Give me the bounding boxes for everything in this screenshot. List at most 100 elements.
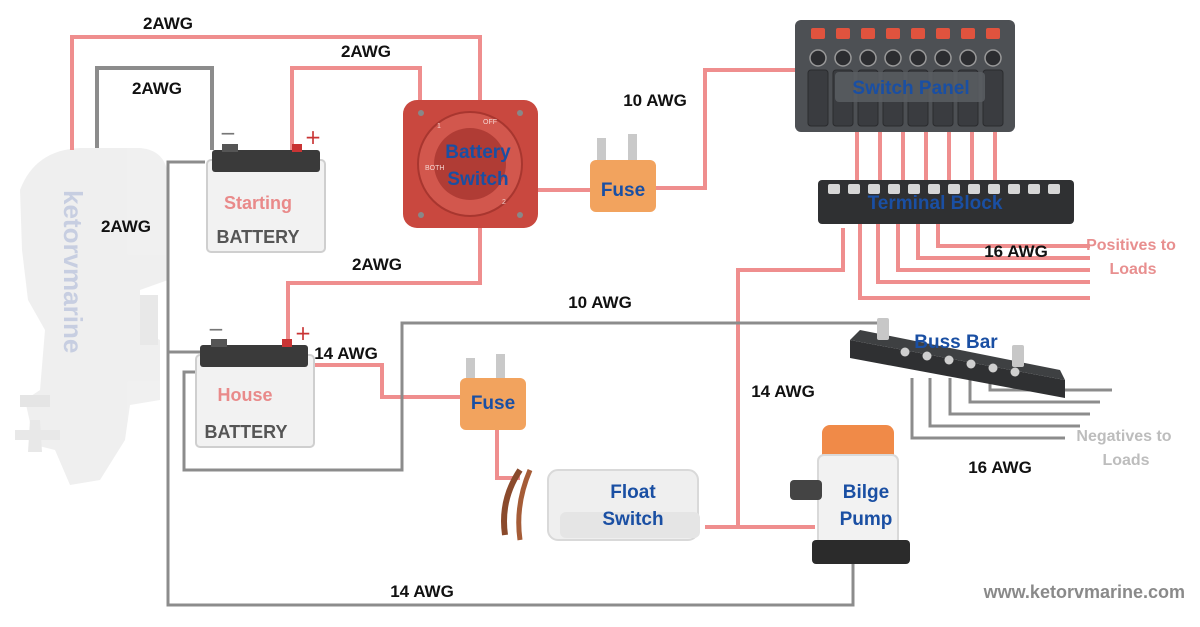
terminal-block: Terminal Block	[818, 180, 1074, 224]
starting-battery: Starting BATTERY − +	[206, 121, 326, 253]
house-battery: House BATTERY − +	[195, 317, 315, 448]
terminal-screw	[908, 184, 920, 194]
wire-label-house-to-fuse: 14 AWG	[314, 344, 378, 363]
website-url: www.ketorvmarine.com	[983, 582, 1185, 602]
panel-knob	[934, 49, 952, 67]
house-battery-plus: +	[295, 321, 312, 345]
wire-neg-main	[166, 160, 855, 607]
fuse-bottom: Fuse	[460, 354, 526, 430]
negatives-to-loads-line2: Loads	[1102, 452, 1149, 469]
house-battery-name: House	[217, 385, 272, 405]
starting-battery-label: BATTERY	[217, 227, 300, 247]
terminal-screw	[888, 184, 900, 194]
wire-gauge-labels: 2AWG 2AWG 2AWG 2AWG 2AWG 10 AWG 10 AWG 1…	[101, 14, 1048, 601]
battery-switch-dial-1: 1	[437, 123, 441, 130]
wire-fuse-to-panel	[655, 68, 795, 190]
panel-led	[836, 28, 850, 39]
panel-led	[961, 28, 975, 39]
positives-to-loads-line1: Positives to	[1086, 237, 1176, 254]
wire-outer-negative	[95, 66, 214, 150]
starting-battery-plus: +	[305, 125, 322, 149]
negatives-to-loads-line1: Negatives to	[1076, 428, 1171, 445]
battery-switch-dial-both: BOTH	[425, 165, 444, 172]
wire-label-neg-main: 10 AWG	[568, 293, 632, 312]
fuse-top-label: Fuse	[601, 180, 645, 201]
panel-drop-wires	[855, 132, 997, 185]
panel-led	[811, 28, 825, 39]
panel-knob	[809, 49, 827, 67]
terminal-screw	[1008, 184, 1020, 194]
wire-label-inner-top: 2AWG	[341, 42, 391, 61]
switch-panel-label: Switch Panel	[852, 78, 969, 99]
wire-pump-feed	[736, 228, 845, 527]
panel-rocker	[982, 69, 1004, 127]
panel-knob	[884, 49, 902, 67]
terminal-screw	[868, 184, 880, 194]
terminal-screw	[928, 184, 940, 194]
panel-indicator-leds	[811, 28, 1000, 39]
fuse-top: Fuse	[590, 134, 656, 212]
buss-bar-screws	[900, 347, 1020, 377]
panel-breaker-knobs	[809, 49, 1002, 67]
wire-label-bottom-return: 14 AWG	[390, 582, 454, 601]
wire-label-left-neg: 2AWG	[101, 217, 151, 236]
panel-led	[936, 28, 950, 39]
starting-battery-minus: −	[220, 121, 237, 145]
wire-start-to-switch	[290, 66, 422, 150]
terminal-screw	[968, 184, 980, 194]
starting-battery-name: Starting	[224, 193, 292, 213]
float-switch: Float Switch	[501, 468, 700, 541]
float-switch-label-line1: Float	[610, 482, 656, 503]
buss-bar: Buss Bar	[850, 318, 1065, 398]
outboard-motor-watermark: ketorvmarine	[15, 148, 168, 485]
house-battery-label: BATTERY	[205, 422, 288, 442]
panel-led	[861, 28, 875, 39]
terminal-screw	[848, 184, 860, 194]
panel-rocker	[807, 69, 829, 127]
panel-knob	[984, 49, 1002, 67]
bilge-pump: Bilge Pump	[790, 425, 910, 564]
terminal-screw	[1028, 184, 1040, 194]
buss-bar-label: Buss Bar	[914, 332, 998, 353]
wire-label-neg-top: 2AWG	[132, 79, 182, 98]
watermark-brand: ketorvmarine	[58, 190, 88, 353]
fuse-bottom-label: Fuse	[471, 393, 515, 414]
wire-house-to-fuse	[288, 363, 460, 399]
positive-load-wires	[858, 222, 1090, 300]
wire-switch-to-house	[286, 228, 482, 355]
house-battery-minus: −	[208, 317, 225, 341]
wire-label-batt-to-house: 2AWG	[352, 255, 402, 274]
buss-bar-screw	[966, 359, 976, 369]
bilge-pump-label-line1: Bilge	[843, 482, 889, 503]
wire-outer-positive	[70, 35, 482, 150]
terminal-screw	[1048, 184, 1060, 194]
battery-switch: OFF 1 2 BOTH Battery Switch	[403, 100, 538, 228]
battery-switch-dial-off: OFF	[483, 119, 497, 126]
panel-knob	[959, 49, 977, 67]
switch-panel: Switch Panel	[795, 20, 1015, 132]
buss-bar-screw	[988, 363, 998, 373]
wire-label-switch-to-panel: 10 AWG	[623, 91, 687, 110]
float-switch-label-line2: Switch	[602, 509, 663, 530]
side-notes: Positives to Loads Negatives to Loads	[1076, 237, 1176, 469]
wire-label-outer-top: 2AWG	[143, 14, 193, 33]
panel-led	[886, 28, 900, 39]
wire-label-neg-loads: 16 AWG	[968, 458, 1032, 477]
terminal-screw	[988, 184, 1000, 194]
wire-label-pump-feed: 14 AWG	[751, 382, 815, 401]
battery-switch-label-line1: Battery	[445, 142, 511, 163]
battery-switch-label-line2: Switch	[447, 169, 508, 190]
panel-led	[986, 28, 1000, 39]
panel-knob	[859, 49, 877, 67]
bilge-pump-label-line2: Pump	[840, 509, 893, 530]
terminal-block-label: Terminal Block	[868, 193, 1003, 214]
wire-label-pos-loads: 16 AWG	[984, 242, 1048, 261]
positives-to-loads-line2: Loads	[1109, 261, 1156, 278]
buss-bar-screw	[1010, 367, 1020, 377]
terminal-block-screws	[828, 184, 1060, 194]
wires	[70, 35, 1112, 607]
negative-load-wires	[910, 378, 1112, 440]
wire-house-return	[182, 321, 880, 472]
panel-knob	[909, 49, 927, 67]
